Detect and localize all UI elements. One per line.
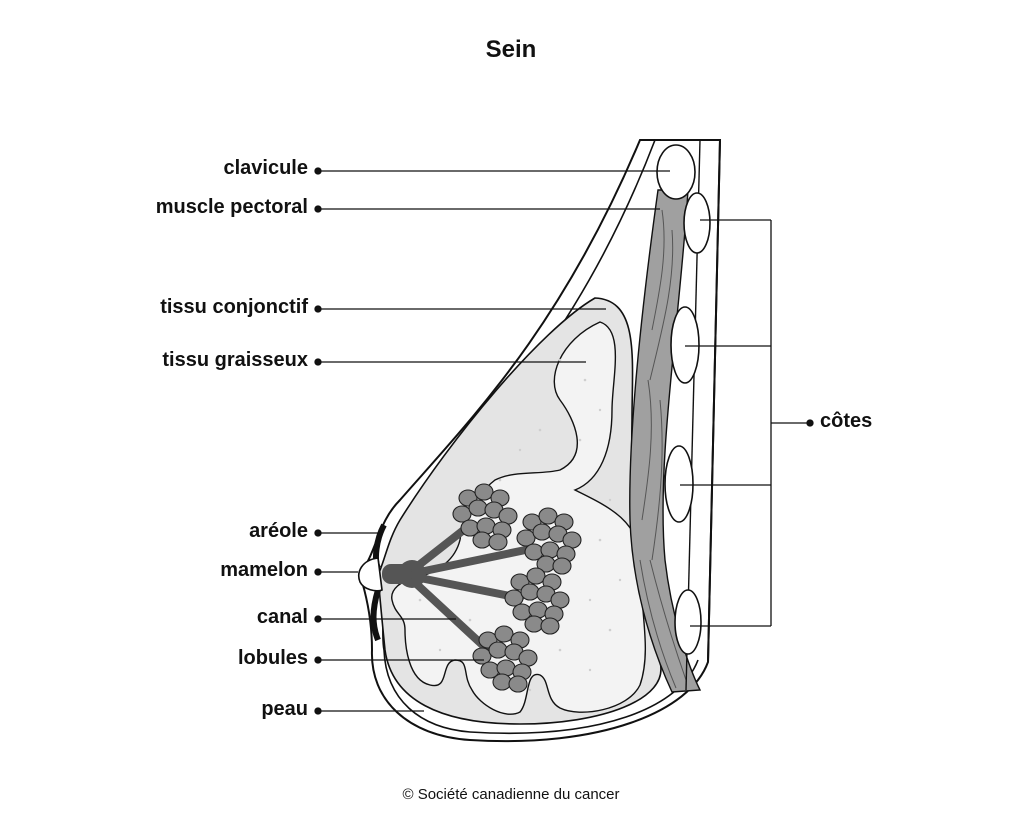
lobule [494, 625, 514, 643]
ribs [664, 192, 711, 655]
lobule-cluster [472, 625, 538, 693]
label-muscle-pectoral: muscle pectoral [155, 196, 308, 218]
diagram-title: Sein [485, 36, 537, 63]
rib-2 [670, 306, 700, 384]
lobule [552, 557, 572, 575]
rib-1 [683, 192, 711, 254]
fat-speckles [418, 358, 622, 692]
clavicle-bone [656, 144, 696, 200]
lobule [526, 567, 546, 585]
lobule [538, 507, 558, 525]
lobule [520, 583, 540, 601]
duct-4 [406, 574, 494, 656]
lobule [528, 601, 548, 619]
label-peau: peau [261, 698, 308, 720]
lobule [488, 533, 508, 551]
ducts [406, 521, 539, 656]
lobule [532, 523, 552, 541]
lobule [488, 641, 508, 659]
duct-trunk [382, 564, 412, 584]
lobule [492, 673, 512, 691]
rib-4 [674, 589, 702, 655]
lobule [524, 615, 544, 633]
label-canal: canal [256, 606, 308, 628]
lobule-cluster [516, 507, 582, 575]
lobule [474, 483, 494, 501]
lobule [472, 531, 492, 549]
rib-3 [664, 445, 694, 523]
lobule [516, 529, 536, 547]
nipple-shape [358, 557, 383, 592]
lobule [468, 499, 488, 517]
lobule [452, 505, 472, 523]
label-tissu-graisseux: tissu graisseux [162, 349, 308, 371]
pectoral-muscle [629, 189, 702, 693]
label-tissu-conjonctif: tissu conjonctif [160, 296, 308, 318]
duct-3 [406, 572, 524, 602]
label-mamelon: mamelon [220, 559, 308, 581]
label-clavicule: clavicule [223, 157, 308, 179]
copyright-credit: © Société canadienne du cancer [402, 786, 620, 803]
chest-wall [707, 139, 721, 663]
label-lobules: lobules [237, 647, 308, 669]
lobule-cluster [452, 483, 518, 551]
lobule [508, 675, 528, 693]
lobule [540, 617, 560, 635]
lobule [504, 589, 524, 607]
lobule [496, 659, 516, 677]
leader-lines [314, 167, 814, 715]
lobule-cluster [504, 567, 570, 635]
duct-2 [406, 544, 539, 578]
lobules-group [452, 483, 582, 693]
lobule [540, 541, 560, 559]
muscle-fibers [639, 209, 687, 689]
label-cotes: côtes [820, 410, 873, 432]
lobule [476, 517, 496, 535]
label-areole: aréole [249, 520, 308, 542]
areola-shape-lower [370, 589, 381, 642]
